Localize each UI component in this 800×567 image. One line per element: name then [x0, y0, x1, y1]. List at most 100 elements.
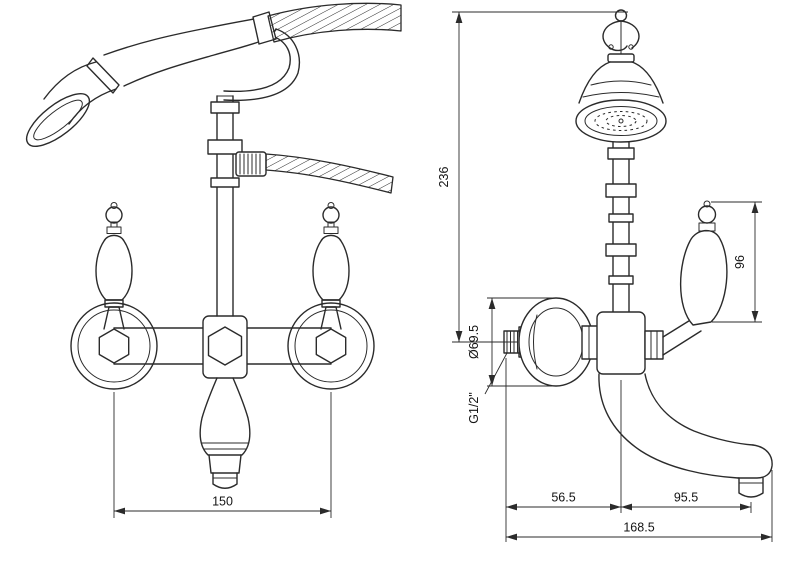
spout-aerator [212, 472, 238, 489]
handle-tip [703, 200, 711, 208]
handset-bottom-edge [123, 40, 262, 87]
handle-side [644, 200, 728, 360]
handle-right [312, 202, 350, 330]
union-hex-right [315, 328, 347, 364]
column-collar [605, 243, 637, 257]
dimension-label-96: 96 [733, 255, 747, 269]
riser-column [207, 95, 267, 317]
dimension-handle-length: 96 [711, 201, 762, 323]
shower-face-inner [33, 99, 83, 141]
side-view: 236 [437, 9, 773, 542]
head-bell-right [631, 61, 664, 104]
handle-ball [697, 205, 717, 224]
handle-stem-edge [662, 330, 702, 356]
column-collar [210, 101, 240, 114]
thread-size-callout: G1/2" [467, 352, 508, 424]
shower-head-side [575, 53, 667, 143]
leader-line [484, 352, 508, 395]
mixer-body-side [596, 311, 646, 375]
shower-neck-band [86, 57, 120, 94]
column-collar [607, 147, 635, 160]
hand-shower [25, 11, 277, 147]
center-hex-nut [207, 326, 243, 366]
scroll-tip [608, 44, 614, 50]
hanger-scroll-right [620, 20, 640, 49]
flange-outer [287, 302, 375, 390]
spout-bell [199, 377, 251, 456]
dimension-escutcheon-diameter: Ø69.5 [467, 297, 552, 387]
handle-stem-edge [662, 318, 693, 338]
union-hex-left [98, 328, 130, 364]
column-collar [210, 177, 240, 188]
escutcheon-shading [533, 314, 538, 370]
mixer-body [98, 315, 347, 379]
column-collar [608, 275, 634, 285]
knurl-lines [239, 153, 261, 175]
riser-column-side [605, 141, 637, 313]
handle-grip [679, 229, 728, 326]
hook-inner [223, 35, 291, 93]
handle-adapter [644, 330, 664, 360]
column-collar [207, 139, 243, 155]
spout-upper-edge [644, 373, 754, 446]
handset-top-edge [103, 18, 255, 56]
dimension-connection-spacing: 150 [113, 392, 332, 518]
head-bell-left [578, 61, 611, 104]
bell-section-line [590, 80, 652, 86]
head-neck [607, 53, 635, 63]
handle-stem [110, 221, 118, 228]
spout-tip [737, 444, 773, 479]
spray-face-outer [575, 99, 667, 143]
hanger-ornament [602, 9, 640, 55]
handle-ball [105, 206, 123, 224]
dimension-overall-height: 236 [437, 11, 628, 343]
spout-lower-edge [598, 373, 739, 479]
spray-center [618, 118, 624, 124]
flange-outer [70, 302, 158, 390]
handle-grip [312, 234, 350, 301]
shower-hose-lower [265, 153, 394, 194]
dimension-label-thread: G1/2" [467, 392, 481, 424]
handle-ring [106, 226, 122, 234]
spray-nozzle-ring [594, 111, 648, 131]
dimension-label-diameter: Ø69.5 [467, 325, 481, 359]
dimension-label-150: 150 [212, 495, 233, 509]
bottom-dimensions: 56.5 95.5 168.5 [505, 358, 773, 542]
spout-outlet [208, 454, 242, 474]
column-collar [605, 183, 637, 198]
handle-stem [327, 221, 335, 228]
handle-tip [327, 202, 335, 209]
wall-flange-right [287, 302, 375, 390]
scroll-tip [628, 44, 634, 50]
diverter-knob [235, 151, 267, 177]
tub-spout-front [199, 377, 251, 489]
front-view: 150 [25, 2, 402, 518]
handle-ring [698, 222, 716, 232]
flange-inner [294, 309, 368, 383]
wall-connection [503, 297, 605, 387]
column-collar [608, 213, 634, 223]
shower-bell-edge [43, 61, 97, 100]
dimension-label-236: 236 [437, 167, 451, 188]
hook-outer [223, 28, 300, 101]
dimension-label-56-5: 56.5 [551, 491, 575, 505]
handle-ball [322, 206, 340, 224]
spray-nozzle-ring [605, 115, 637, 127]
handle-tip [110, 202, 118, 209]
shower-hose-upper [267, 2, 402, 43]
handle-ring [323, 226, 339, 234]
bell-section-line [582, 92, 660, 98]
dimension-label-168-5: 168.5 [623, 521, 654, 535]
spray-face-rim [584, 106, 658, 136]
hanger-scroll-left [602, 20, 628, 52]
thread-lines [506, 330, 518, 354]
handle-left [95, 202, 133, 330]
tub-spout-side [598, 373, 773, 498]
handle-grip [95, 234, 133, 301]
flange-inner [77, 309, 151, 383]
dimension-label-95-5: 95.5 [674, 491, 698, 505]
spout-aerator [738, 477, 764, 498]
shower-face-outer [25, 93, 91, 147]
